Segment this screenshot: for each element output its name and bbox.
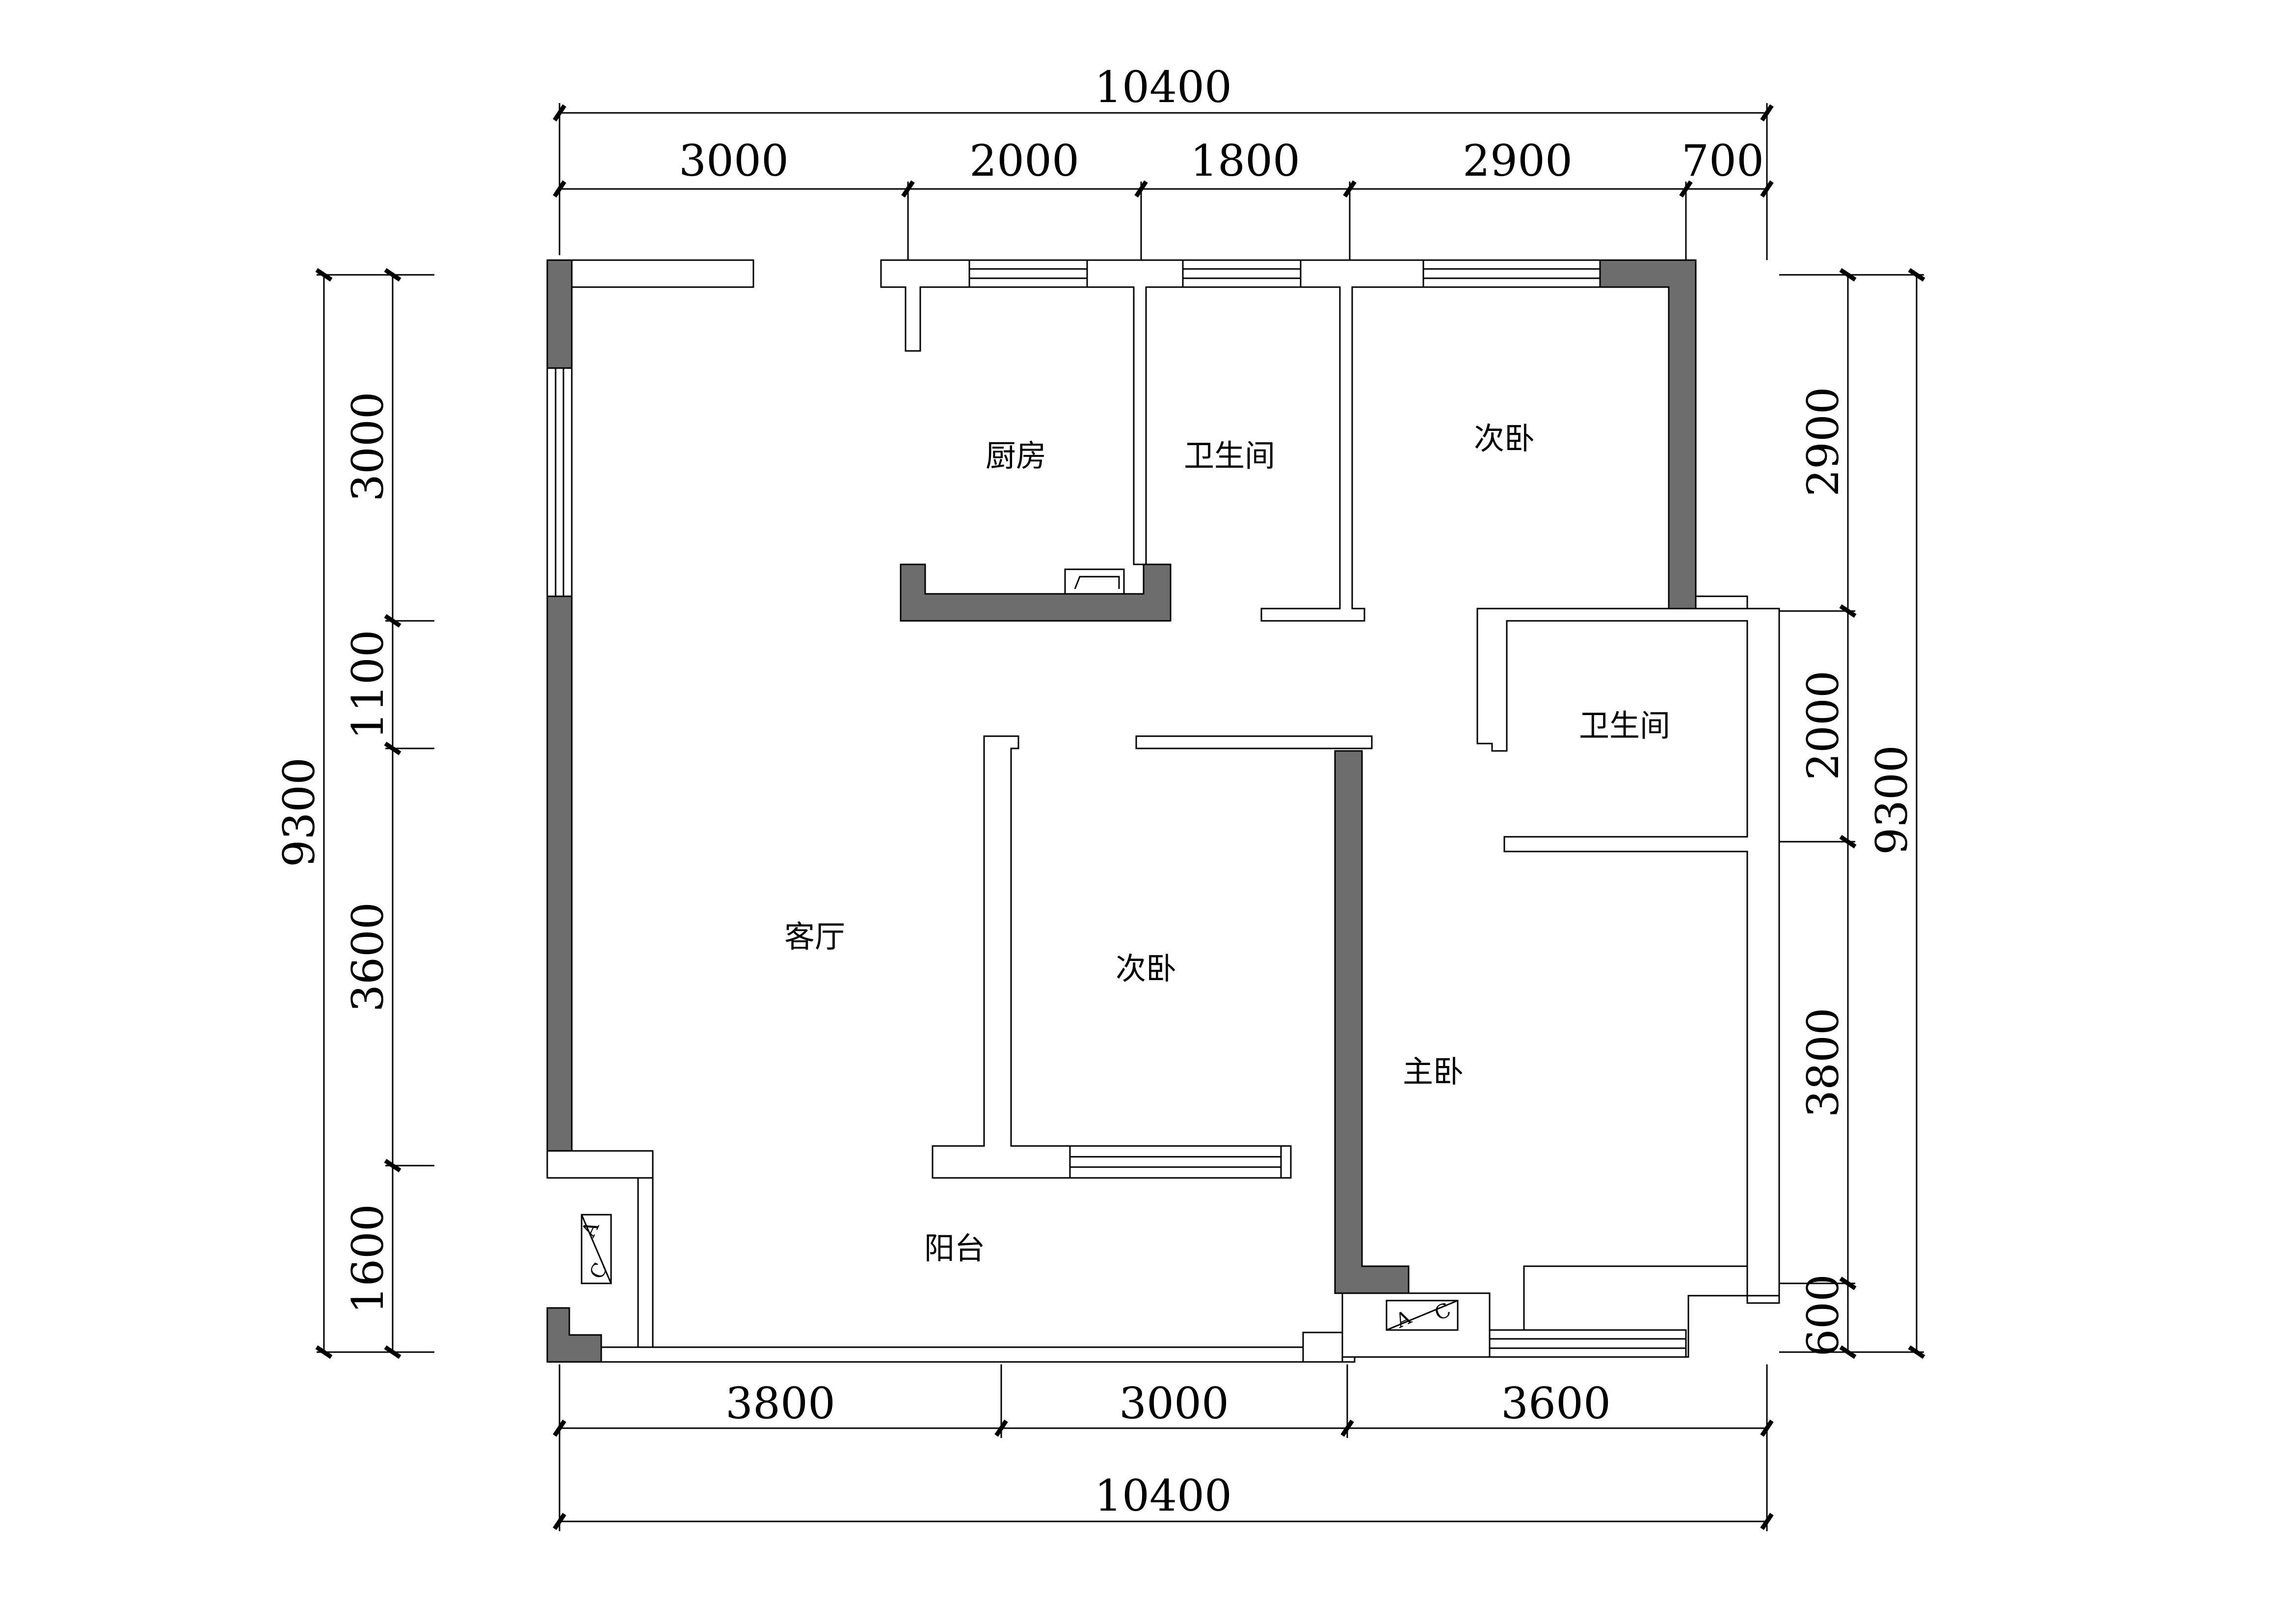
dim-bottom-total: 10400 [1095, 1470, 1232, 1521]
dim-top-total: 10400 [1095, 62, 1232, 112]
dim-right-4: 600 [1798, 1274, 1848, 1357]
left-dimension-group: 9300 3000 1100 3600 1600 [274, 268, 434, 1359]
dim-top-1: 3000 [679, 135, 789, 186]
room-label-bedroom-middle: 次卧 [1116, 951, 1176, 986]
dim-right-2: 2000 [1798, 670, 1848, 780]
dim-right-1: 2900 [1798, 387, 1848, 497]
dim-bottom-1: 3800 [725, 1378, 835, 1429]
dim-right-total: 9300 [1867, 745, 1917, 855]
dim-top-5: 700 [1682, 135, 1764, 186]
kitchen-sink [1064, 568, 1125, 595]
window-kitchen-north [968, 259, 1088, 288]
ac-unit-right: A C [1386, 1299, 1459, 1333]
window-living-west [546, 367, 573, 597]
room-label-master-bedroom: 主卧 [1403, 1054, 1464, 1090]
dim-top-2: 2000 [969, 135, 1079, 186]
dim-left-1: 3000 [343, 392, 393, 502]
dim-left-2: 1100 [343, 630, 393, 740]
windows [546, 259, 1748, 1358]
window-bedroom-middle-south [1069, 1145, 1282, 1179]
window-bathroom-east [1695, 595, 1748, 610]
dim-left-total: 9300 [274, 757, 324, 867]
top-dimension-group: 10400 3000 2000 1800 2900 700 [553, 62, 1774, 263]
fixtures: A C A C [577, 568, 1459, 1333]
dim-top-3: 1800 [1190, 135, 1300, 186]
dim-left-3: 3600 [343, 902, 393, 1012]
dim-top-4: 2900 [1463, 135, 1573, 186]
window-bedroom-north [1422, 259, 1601, 288]
window-bathroom-north [1182, 259, 1302, 288]
partition-walls [546, 259, 1780, 1363]
dim-bottom-2: 3000 [1119, 1378, 1229, 1429]
bottom-dimension-group: 3800 3000 3600 10400 [553, 1364, 1774, 1531]
room-labels: 厨房 卫生间 次卧 卫生间 客厅 次卧 主卧 阳台 [784, 421, 1670, 1266]
room-label-bathroom-north: 卫生间 [1184, 438, 1275, 474]
room-label-bathroom-east: 卫生间 [1579, 708, 1670, 744]
window-master-south [1489, 1329, 1687, 1358]
room-label-bedroom-northeast: 次卧 [1474, 421, 1535, 456]
load-bearing-walls [546, 259, 1697, 1363]
dim-bottom-3: 3600 [1501, 1378, 1611, 1429]
room-label-living-room: 客厅 [784, 919, 845, 955]
room-label-balcony: 阳台 [924, 1230, 985, 1266]
dim-left-4: 1600 [343, 1204, 393, 1314]
dim-right-3: 3800 [1798, 1008, 1848, 1118]
room-label-kitchen: 厨房 [986, 438, 1046, 474]
right-dimension-group: 2900 2000 3800 600 9300 [1779, 268, 1925, 1359]
ac-unit-left: A C [577, 1214, 613, 1284]
